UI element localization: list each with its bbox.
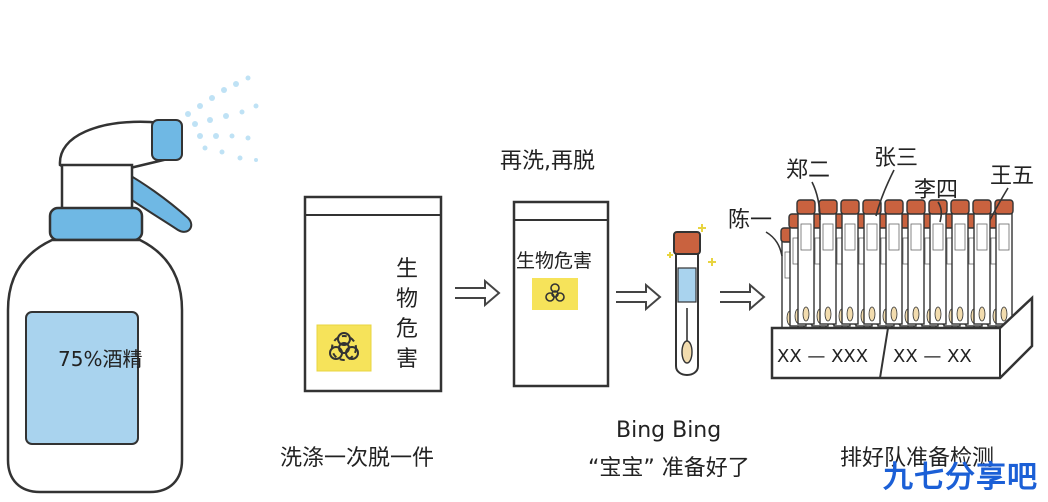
rack-tube [972,199,992,325]
biohazard-bag-2 [512,200,610,388]
tube-caption-2: “宝宝” 准备好了 [588,456,750,481]
rack-tube [906,199,926,325]
bag1-vertical-text: 生物危害 [395,255,421,375]
bag2-header: 再洗,再脱 [500,149,595,174]
rack-label-left: XX — XXX [777,346,869,367]
tube-rack-icon [770,199,1034,380]
rack-name-5: 王五 [990,164,1035,189]
arrow-right-icon [720,282,766,312]
bag2-text: 生物危害 [516,250,593,272]
rack-caption: 排好队准备检测 [840,446,995,471]
bag1-text: 生物危害 [395,257,418,372]
biohazard-icon [329,332,359,361]
arrow-right-icon [616,282,662,312]
brand-watermark: 九七分享吧 [883,460,1038,495]
spray-bottle-icon [6,75,259,494]
rack-name-4: 李四 [914,178,959,203]
rack-tube [796,199,816,325]
rack-tube [950,199,970,325]
bag1-caption: 洗涤一次脱一件 [280,446,435,471]
rack-tube [818,199,838,325]
rack-name-3: 张三 [874,146,919,171]
biohazard-bag-1 [303,195,443,393]
rack-tube [862,199,882,325]
rack-name-2: 郑二 [786,158,831,183]
rack-name-1: 陈一 [728,208,773,233]
tube-caption-1: Bing Bing [616,418,722,443]
rack-label-right: XX — XX [893,346,972,367]
arrow-right-icon [455,278,501,308]
biohazard-icon [545,283,565,302]
bottle-label: 75%酒精 [58,347,143,371]
rack-tube [840,199,860,325]
test-tube-icon [667,224,716,376]
rack-tube [884,199,904,325]
rack-tube [928,199,948,325]
